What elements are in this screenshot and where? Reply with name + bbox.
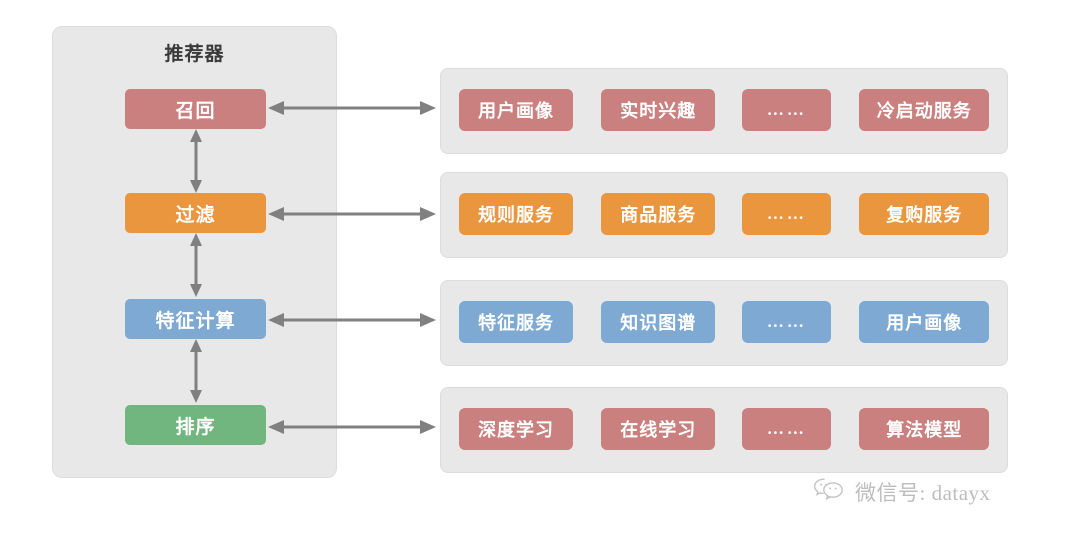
chip-strip: 用户画像 实时兴趣 …… 冷启动服务	[441, 87, 1007, 133]
stage-label-feature-compute: 特征计算	[155, 310, 236, 332]
service-chip-ellipsis[interactable]: ……	[742, 193, 832, 235]
service-chip[interactable]: 商品服务	[601, 193, 716, 235]
service-chip-ellipsis[interactable]: ……	[742, 301, 832, 343]
stage-label-ranking: 排序	[175, 416, 216, 438]
double-headed-vertical-arrow-icon	[188, 233, 204, 297]
connector-arrow-feature-compute	[268, 311, 436, 329]
service-chip[interactable]: 用户画像	[459, 89, 574, 131]
connector-arrow-ranking	[268, 418, 436, 436]
service-chip[interactable]: 算法模型	[859, 408, 989, 450]
recommender-pipeline-panel: 推荐器 召回 过滤 特征计算 排序	[52, 26, 337, 478]
stage-box-recall[interactable]: 召回	[125, 89, 266, 129]
watermark-text: 微信号: datayx	[855, 480, 991, 505]
service-chip[interactable]: 在线学习	[601, 408, 716, 450]
wechat-icon	[812, 476, 846, 507]
service-row-feature: 特征服务 知识图谱 …… 用户画像	[440, 280, 1008, 366]
stage-label-recall: 召回	[175, 100, 216, 122]
service-chip[interactable]: 深度学习	[459, 408, 574, 450]
service-chip-ellipsis[interactable]: ……	[742, 408, 832, 450]
stage-box-filter[interactable]: 过滤	[125, 193, 266, 233]
double-headed-vertical-arrow-icon	[188, 339, 204, 403]
chip-strip: 深度学习 在线学习 …… 算法模型	[441, 406, 1007, 452]
stage-label-filter: 过滤	[175, 204, 216, 226]
service-row-ranking: 深度学习 在线学习 …… 算法模型	[440, 387, 1008, 473]
service-row-recall: 用户画像 实时兴趣 …… 冷启动服务	[440, 68, 1008, 154]
service-chip[interactable]: 特征服务	[459, 301, 574, 343]
stage-box-feature-compute[interactable]: 特征计算	[125, 299, 266, 339]
pipeline-title: 推荐器	[164, 44, 225, 65]
double-headed-vertical-arrow-icon	[188, 129, 204, 193]
service-row-filter: 规则服务 商品服务 …… 复购服务	[440, 172, 1008, 258]
chip-strip: 规则服务 商品服务 …… 复购服务	[441, 191, 1007, 237]
service-chip[interactable]: 冷启动服务	[859, 89, 989, 131]
stage-box-ranking[interactable]: 排序	[125, 405, 266, 445]
watermark: 微信号: datayx	[812, 476, 991, 507]
service-chip[interactable]: 知识图谱	[601, 301, 716, 343]
service-chip[interactable]: 用户画像	[859, 301, 989, 343]
chip-strip: 特征服务 知识图谱 …… 用户画像	[441, 299, 1007, 345]
connector-arrow-filter	[268, 205, 436, 223]
service-chip[interactable]: 规则服务	[459, 193, 574, 235]
connector-arrow-recall	[268, 99, 436, 117]
service-chip[interactable]: 复购服务	[859, 193, 989, 235]
service-chip[interactable]: 实时兴趣	[601, 89, 716, 131]
service-chip-ellipsis[interactable]: ……	[742, 89, 832, 131]
